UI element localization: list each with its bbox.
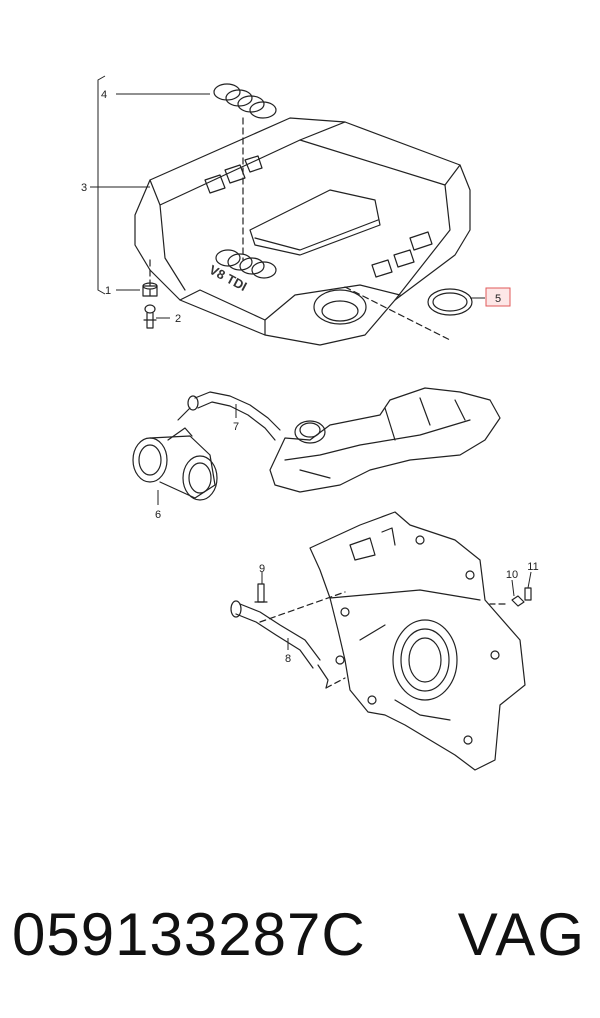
callout-8: 8	[285, 653, 291, 665]
callout-2: 2	[175, 313, 181, 325]
callout-7: 7	[233, 421, 239, 433]
callout-9: 9	[259, 563, 265, 575]
air-valve	[132, 427, 218, 501]
audi-rings-emblem	[213, 83, 277, 119]
bolt-9	[254, 583, 268, 603]
callout-6: 6	[155, 509, 161, 521]
callout-5-box	[485, 287, 511, 307]
callout-5: 5	[495, 293, 501, 305]
clip-10	[511, 595, 525, 607]
oil-separator	[269, 387, 501, 493]
breather-hose	[177, 391, 281, 441]
seal-ring	[427, 288, 473, 316]
footer: 059133287C VAG	[0, 880, 600, 990]
callout-11: 11	[527, 561, 538, 573]
parts-diagram: 4 3 1 2 5 7 6 9 8 10 11 V8 TDI	[81, 75, 539, 771]
callout-10: 10	[506, 569, 518, 581]
brand-label: VAG	[457, 901, 586, 968]
bolt-11	[524, 587, 532, 601]
ball-stud	[143, 304, 157, 329]
callout-1: 1	[105, 285, 111, 297]
vent-pipe	[230, 600, 329, 689]
callout-4: 4	[101, 89, 107, 101]
engine-cover	[134, 117, 471, 346]
timing-cover-plate	[309, 511, 526, 771]
part-number: 059133287C	[12, 901, 366, 968]
callout-3: 3	[81, 182, 87, 194]
